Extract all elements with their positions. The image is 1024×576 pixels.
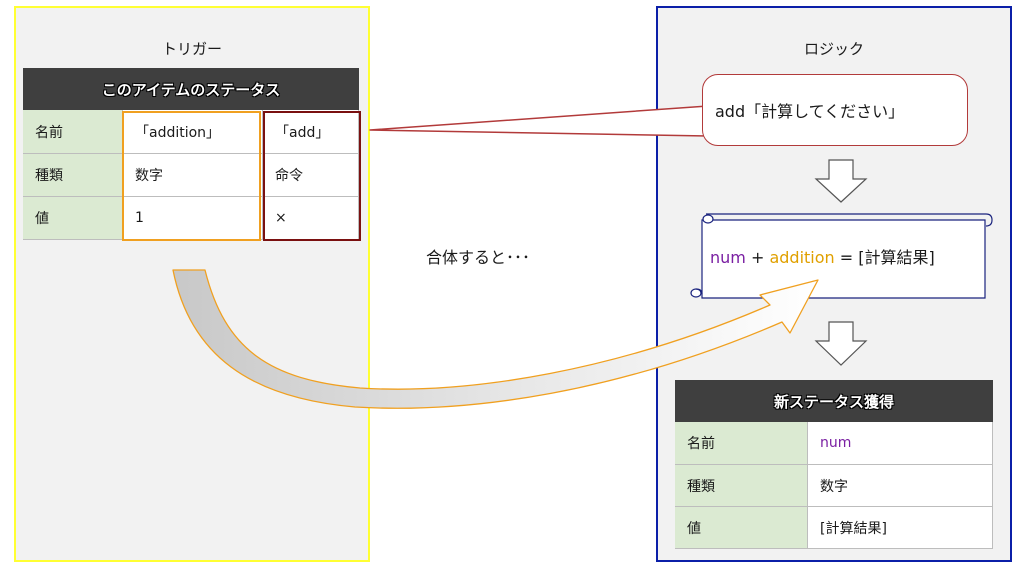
new-row-name-label: 名前 [675,422,808,465]
trigger-row-type-extra: 命令 [263,154,359,197]
trigger-status-table: このアイテムのステータス 名前 「addition」 「add」 種類 数字 命… [23,68,359,240]
trigger-row-name-extra: 「add」 [263,110,359,154]
trigger-row-type-label: 種類 [23,154,123,197]
trigger-row-name-label: 名前 [23,110,123,154]
new-row-type-label: 種類 [675,465,808,507]
formula-plus: + [745,248,770,267]
trigger-row-value-extra: × [263,197,359,240]
new-row-name-value: num [808,422,993,465]
trigger-table-header: このアイテムのステータス [23,68,359,110]
command-bubble: add「計算してください」 [702,74,968,146]
trigger-row-name-value: 「addition」 [123,110,263,154]
curved-arrow-icon [172,269,819,409]
formula-var-addition: addition [769,248,835,267]
new-row-type-value: 数字 [808,465,993,507]
trigger-title: トリガー [161,40,222,58]
trigger-row-value-label: 値 [23,197,123,240]
formula-text: num + addition = [計算結果] [710,244,935,268]
formula-var-num: num [710,248,746,267]
merge-caption: 合体すると･･･ [426,248,531,267]
down-arrow-icon [814,159,868,203]
new-row-value-value: [計算結果] [808,507,993,549]
logic-title: ロジック [803,40,864,58]
new-row-value-label: 値 [675,507,808,549]
trigger-row-value-value: 1 [123,197,263,240]
formula-result: = [計算結果] [834,248,935,267]
down-arrow-icon [814,321,868,366]
new-status-table: 新ステータス獲得 名前 num 種類 数字 値 [計算結果] [675,380,993,549]
new-table-header: 新ステータス獲得 [675,380,993,422]
trigger-row-type-value: 数字 [123,154,263,197]
